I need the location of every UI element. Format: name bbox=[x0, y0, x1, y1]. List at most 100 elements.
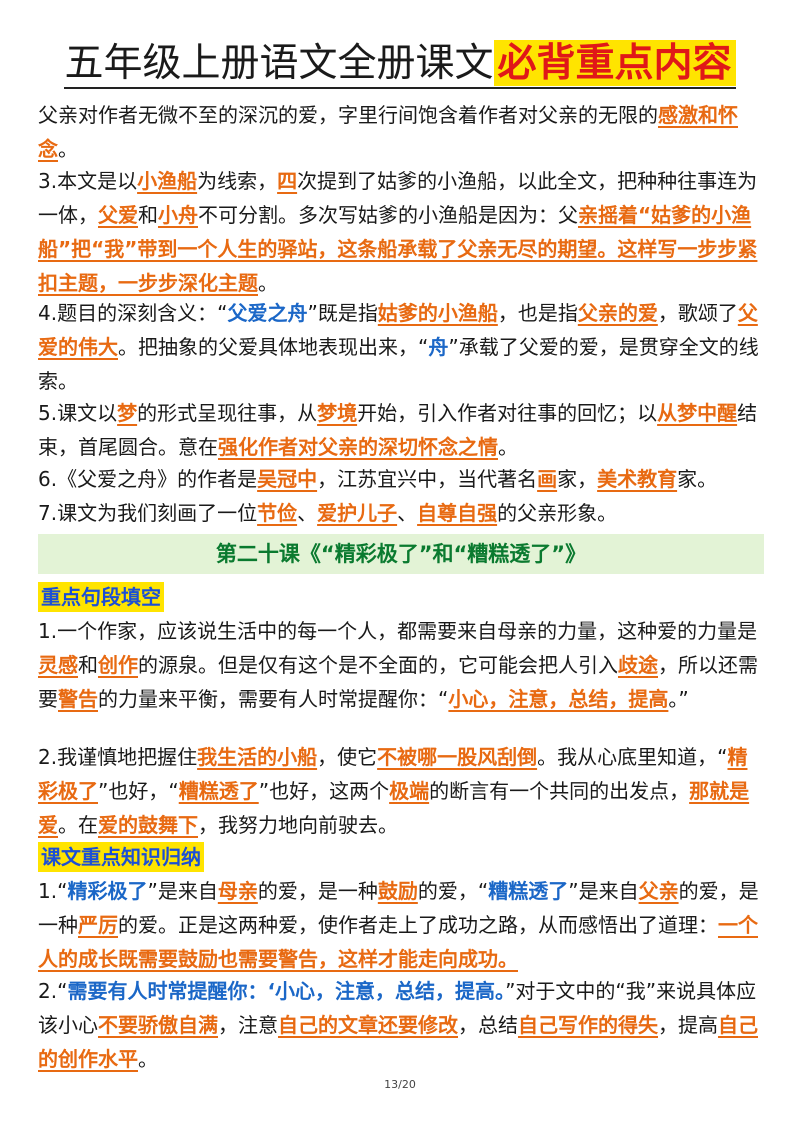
text: ，江苏宜兴中，当代著名 bbox=[317, 467, 538, 491]
text: ，也是指 bbox=[497, 301, 578, 325]
answer-keyword: 自己写作的得失 bbox=[518, 1013, 658, 1037]
answer-keyword: 自尊自强 bbox=[417, 501, 498, 525]
answer-keyword: 精彩极了 bbox=[38, 745, 748, 803]
text: 和 bbox=[78, 653, 98, 677]
text: 为线索， bbox=[197, 169, 278, 193]
answer-keyword: 歧途 bbox=[618, 653, 658, 677]
page-title: 五年级上册语文全册课文必背重点内容 bbox=[0, 36, 800, 92]
text: 、 bbox=[397, 501, 418, 525]
text: 1.“ bbox=[38, 879, 68, 903]
text: 。 bbox=[258, 271, 278, 295]
answer-keyword: 糟糕透了 bbox=[178, 779, 259, 803]
text: ”对于文中的“我”来说具体应该小心 bbox=[38, 979, 757, 1037]
text: 的父亲形象。 bbox=[497, 501, 618, 525]
quoted-keyword: 舟 bbox=[428, 335, 449, 359]
text: 父亲对作者无微不至的深沉的爱，字里行间饱含着作者对父亲的无限的 bbox=[38, 103, 658, 127]
text: ”也好，“ bbox=[98, 779, 179, 803]
answer-keyword: 小舟 bbox=[158, 203, 198, 227]
text: ，歌颂了 bbox=[657, 301, 738, 325]
paragraph-7: 7.课文为我们刻画了一位节俭、爱护儿子、自尊自强的父亲形象。 bbox=[38, 496, 764, 530]
answer-keyword: 父爱 bbox=[98, 203, 138, 227]
title-main: 五年级上册语文全册课文 bbox=[64, 41, 494, 86]
text: ，注意 bbox=[218, 1013, 278, 1037]
text: 5.课文以 bbox=[38, 401, 118, 425]
text: 。 bbox=[498, 435, 518, 459]
answer-keyword: 姑爹的小渔船 bbox=[377, 301, 498, 325]
title-underlined: 五年级上册语文全册课文必背重点内容 bbox=[64, 40, 736, 89]
paragraph-intro: 父亲对作者无微不至的深沉的爱，字里行间饱含着作者对父亲的无限的感激和怀念。 bbox=[38, 98, 764, 166]
text: 家。 bbox=[677, 467, 718, 491]
answer-keyword: 母亲 bbox=[217, 879, 258, 903]
quoted-keyword: 需要有人时常提醒你：‘小心，注意，总结，提高。 bbox=[67, 979, 506, 1003]
text: 的力量来平衡，需要有人时常提醒你：“ bbox=[98, 687, 449, 711]
text: ”承载了父爱的爱，是贯穿全文的线索。 bbox=[38, 335, 759, 393]
paragraph-3: 3.本文是以小渔船为线索，四次提到了姑爹的小渔船，以此全文，把种种往事连为一体，… bbox=[38, 164, 764, 300]
answer-keyword: 极端 bbox=[389, 779, 430, 803]
answer-keyword: 节俭 bbox=[257, 501, 298, 525]
fill-in-item-2: 2.我谨慎地把握住我生活的小船，使它不被哪一股风刮倒。我从心底里知道，“精彩极了… bbox=[38, 740, 764, 842]
page-number: 13/20 bbox=[384, 1078, 416, 1091]
text: ”既是指 bbox=[307, 301, 378, 325]
answer-keyword: 从梦中醒 bbox=[657, 401, 738, 425]
text: 和 bbox=[138, 203, 158, 227]
text: 4.题目的深刻含义：“ bbox=[38, 301, 228, 325]
answer-keyword: 父爱的伟大 bbox=[38, 301, 758, 359]
text: 的形式呈现往事，从 bbox=[137, 401, 318, 425]
text: 的爱。正是这两种爱，使作者走上了成功之路，从而感悟出了道理： bbox=[118, 913, 718, 937]
text: ，提高 bbox=[658, 1013, 718, 1037]
answer-keyword: 画 bbox=[537, 467, 558, 491]
text: 的爱，是一种 bbox=[257, 879, 378, 903]
text: 结束，首尾圆合。意在 bbox=[38, 401, 758, 459]
text: 的断言有一个共同的出发点， bbox=[429, 779, 690, 803]
answer-keyword: 感激和怀念 bbox=[38, 103, 738, 161]
answer-keyword: 一个人的成长既需要鼓励也需要警告，这样才能走向成功。 bbox=[38, 913, 758, 971]
text: 家， bbox=[557, 467, 598, 491]
paragraph-4: 4.题目的深刻含义：“父爱之舟”既是指姑爹的小渔船，也是指父亲的爱，歌颂了父爱的… bbox=[38, 296, 764, 398]
answer-keyword: 我生活的小船 bbox=[197, 745, 318, 769]
text: 、 bbox=[297, 501, 318, 525]
section-tag-summary: 课文重点知识归纳 bbox=[38, 842, 204, 872]
answer-keyword: 创作 bbox=[98, 653, 138, 677]
answer-keyword: 不要骄傲自满 bbox=[98, 1013, 218, 1037]
text: 的爱，是一种 bbox=[38, 879, 759, 937]
answer-keyword: 自己的创作水平 bbox=[38, 1013, 758, 1071]
text: 。把抽象的父爱具体地表现出来，“ bbox=[118, 335, 429, 359]
answer-keyword: 严厉 bbox=[78, 913, 118, 937]
fill-in-item-1: 1.一个作家，应该说生活中的每一个人，都需要来自母亲的力量，这种爱的力量是灵感和… bbox=[38, 614, 764, 716]
answer-keyword: 强化作者对父亲的深切怀念之情 bbox=[218, 435, 498, 459]
answer-keyword: 警告 bbox=[58, 687, 98, 711]
text: 的源泉。但是仅有这个是不全面的，它可能会把人引入 bbox=[138, 653, 618, 677]
answer-keyword: 不被哪一股风刮倒 bbox=[377, 745, 538, 769]
answer-keyword: 梦 bbox=[117, 401, 138, 425]
text: ，所以还需要 bbox=[38, 653, 758, 711]
text: 2.我谨慎地把握住 bbox=[38, 745, 198, 769]
answer-keyword: 小渔船 bbox=[137, 169, 198, 193]
section-tag-fill-in: 重点句段填空 bbox=[38, 582, 164, 612]
text: ，总结 bbox=[458, 1013, 518, 1037]
text: 2.“ bbox=[38, 979, 68, 1003]
quoted-keyword: 父爱之舟 bbox=[227, 301, 308, 325]
answer-keyword: 父亲的爱 bbox=[577, 301, 658, 325]
answer-keyword: 小心，注意，总结，提高 bbox=[448, 687, 669, 711]
summary-item-2: 2.“需要有人时常提醒你：‘小心，注意，总结，提高。”对于文中的“我”来说具体应… bbox=[38, 974, 764, 1076]
answer-keyword: 亲摇着“姑爹的小渔船”把“我”带到一个人生的驿站，这条船承载了父亲无尽的期望。这… bbox=[38, 203, 758, 295]
text: ”是来自 bbox=[568, 879, 639, 903]
text: 。” bbox=[668, 687, 689, 711]
text: 3.本文是以 bbox=[38, 169, 138, 193]
summary-item-1: 1.“精彩极了”是来自母亲的爱，是一种鼓励的爱，“糟糕透了”是来自父亲的爱，是一… bbox=[38, 874, 764, 976]
answer-keyword: 爱的鼓舞下 bbox=[98, 813, 198, 837]
answer-keyword: 父亲 bbox=[638, 879, 679, 903]
text: ”是来自 bbox=[147, 879, 218, 903]
lesson-heading: 第二十课《“精彩极了”和“糟糕透了”》 bbox=[38, 534, 764, 574]
text: 。 bbox=[138, 1047, 158, 1071]
text: 不可分割。多次写姑爹的小渔船是因为：父 bbox=[198, 203, 578, 227]
text: ”也好，这两个 bbox=[258, 779, 390, 803]
answer-keyword: 美术教育 bbox=[597, 467, 678, 491]
text: ，我努力地向前驶去。 bbox=[198, 813, 398, 837]
text: 。我从心底里知道，“ bbox=[537, 745, 728, 769]
text: 次提到了姑爹的小渔船，以此全文，把种种往事连为一体， bbox=[38, 169, 758, 227]
answer-keyword: 灵感 bbox=[38, 653, 78, 677]
answer-keyword: 吴冠中 bbox=[257, 467, 318, 491]
answer-keyword: 那就是爱 bbox=[38, 779, 750, 837]
text: 6.《父爱之舟》的作者是 bbox=[38, 467, 258, 491]
